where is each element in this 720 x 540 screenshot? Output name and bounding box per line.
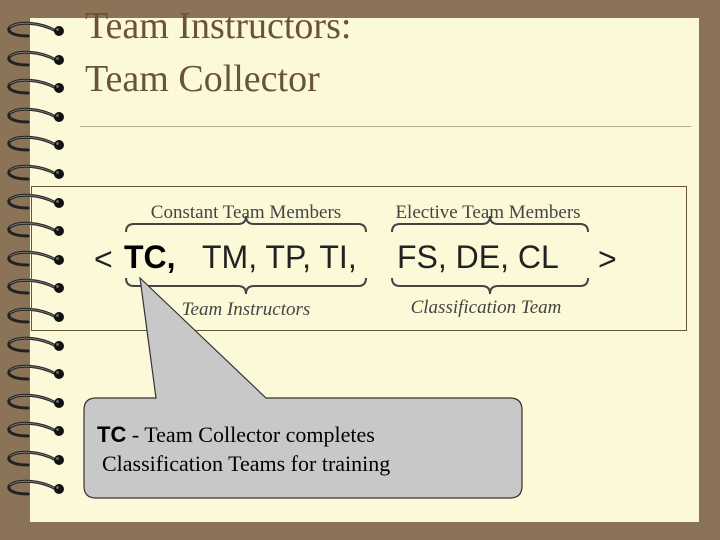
binding-ring (7, 250, 64, 267)
binding-ring (7, 479, 64, 496)
close-bracket: > (598, 241, 617, 277)
codes-classification-team: FS, DE, CL (397, 239, 559, 275)
binding-ring (7, 78, 64, 95)
brace-classification (391, 277, 589, 295)
callout-term: TC (97, 422, 127, 447)
callout-line-2: Classification Teams for training (102, 451, 391, 476)
binding-ring (7, 221, 64, 238)
slide-title-line-2: Team Collector (85, 58, 320, 100)
binding-ring (7, 107, 64, 124)
codes-team-instructors: TM, TP, TI, (202, 239, 357, 275)
binding-ring (7, 279, 64, 295)
callout-balloon (83, 276, 523, 499)
slide-title-line-1: Team Instructors: (85, 5, 352, 47)
binding-ring (7, 164, 64, 181)
binding-ring (7, 336, 64, 353)
brace-constant (125, 215, 367, 233)
code-tc: TC, (124, 239, 176, 275)
binding-ring (7, 393, 64, 410)
brace-elective (391, 215, 589, 233)
callout-line-1-rest: - Team Collector completes (126, 422, 375, 447)
binding-ring (7, 364, 64, 381)
label-constant-team-members: Constant Team Members (151, 202, 341, 223)
callout-line-1: TC - Team Collector completes (97, 420, 390, 449)
binding-ring (7, 450, 64, 467)
label-team-instructors: Team Instructors (182, 299, 311, 320)
label-elective-team-members: Elective Team Members (395, 202, 580, 223)
binding-ring (7, 21, 64, 38)
team-composition-figure (31, 186, 687, 331)
binding-ring (7, 307, 64, 324)
brace-instructors (125, 277, 367, 295)
label-classification-team: Classification Team (411, 297, 562, 318)
binding-ring (7, 136, 64, 152)
binding-ring (7, 50, 64, 67)
title-divider (80, 126, 691, 127)
open-bracket: < (94, 241, 113, 277)
binding-ring (7, 422, 64, 438)
callout-text: TC - Team Collector completes Classifica… (97, 420, 390, 478)
binding-ring (7, 193, 64, 210)
